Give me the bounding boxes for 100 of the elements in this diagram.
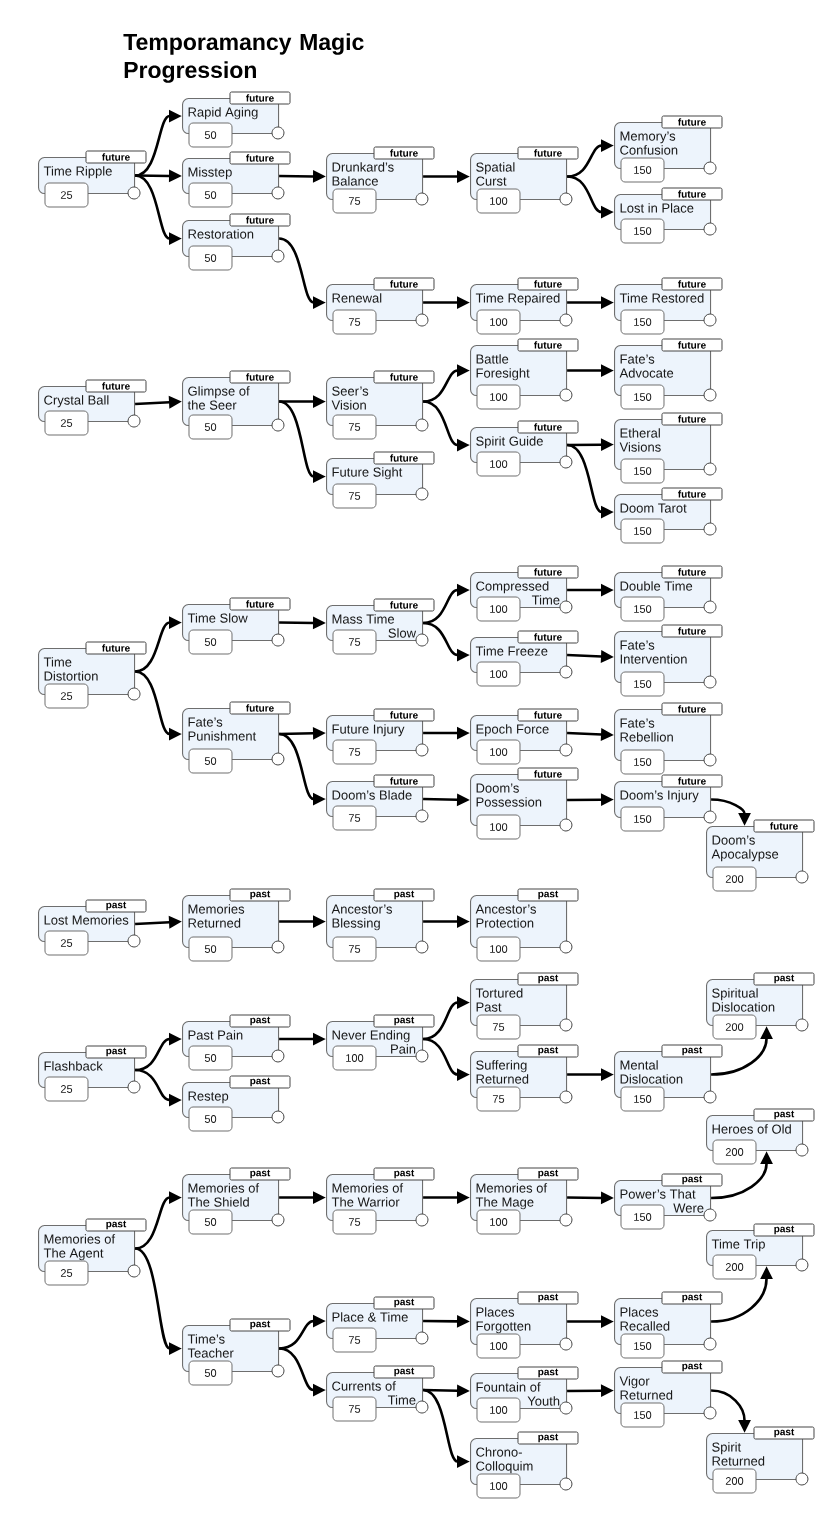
tag-label: future (517, 277, 579, 291)
cost-box: 75 (332, 188, 377, 214)
cost-box: 150 (620, 309, 665, 335)
tag-label: past (517, 972, 579, 986)
cost-box: 150 (620, 806, 665, 832)
tag-label: past (85, 899, 147, 913)
tag-label: future (661, 277, 723, 291)
tag-label: past (373, 1365, 435, 1379)
cost-box: 100 (476, 1397, 521, 1423)
tag-label: future (517, 420, 579, 434)
tag-label: future (661, 565, 723, 579)
cost-box: 100 (476, 1333, 521, 1359)
cost-box: 50 (188, 936, 233, 962)
tag-label: future (373, 370, 435, 384)
cost-box: 75 (332, 309, 377, 335)
tag-label: future (661, 774, 723, 788)
cost-box: 150 (620, 671, 665, 697)
cost-box: 100 (476, 384, 521, 410)
tag-label: past (373, 1014, 435, 1028)
tag-label: future (517, 630, 579, 644)
cost-box: 100 (476, 1473, 521, 1499)
cost-box: 200 (712, 1139, 757, 1165)
tag-label: past (753, 972, 815, 986)
heading: Temporamancy Magic Progression (123, 33, 364, 83)
tag-label: future (661, 412, 723, 426)
cost-box: 150 (620, 518, 665, 544)
cost-box: 75 (332, 483, 377, 509)
tag-label: future (661, 624, 723, 638)
tag-label: future (373, 451, 435, 465)
cost-box: 150 (620, 749, 665, 775)
cost-box: 50 (188, 245, 233, 271)
tag-label: past (753, 1426, 815, 1440)
tag-label: future (229, 91, 291, 105)
tag-label: past (229, 1075, 291, 1089)
tag-label: past (661, 1360, 723, 1374)
tag-label: past (373, 1296, 435, 1310)
cost-box: 50 (188, 629, 233, 655)
tag-label: past (517, 1167, 579, 1181)
tag-label: future (85, 641, 147, 655)
tag-label: past (373, 888, 435, 902)
tag-label: past (229, 1167, 291, 1181)
tag-label: future (85, 379, 147, 393)
tag-label: past (517, 1366, 579, 1380)
tag-label: past (517, 1431, 579, 1445)
cost-box: 150 (620, 458, 665, 484)
cost-box: 150 (620, 1204, 665, 1230)
cost-box: 75 (332, 1396, 377, 1422)
cost-box: 100 (476, 309, 521, 335)
tag-label: past (85, 1218, 147, 1232)
tag-label: past (753, 1108, 815, 1122)
tag-label: future (517, 708, 579, 722)
tag-label: past (661, 1044, 723, 1058)
tag-label: future (229, 701, 291, 715)
cost-box: 100 (332, 1045, 377, 1071)
tag-label: future (517, 146, 579, 160)
cost-box: 75 (332, 936, 377, 962)
cost-box: 100 (476, 1209, 521, 1235)
tag-label: past (753, 1223, 815, 1237)
cost-box: 50 (188, 182, 233, 208)
cost-box: 75 (332, 414, 377, 440)
tag-label: future (661, 487, 723, 501)
cost-box: 100 (476, 739, 521, 765)
cost-box: 25 (44, 182, 89, 208)
cost-box: 75 (332, 1327, 377, 1353)
tag-label: future (373, 598, 435, 612)
tag-label: past (373, 1167, 435, 1181)
tag-label: past (517, 1291, 579, 1305)
cost-box: 200 (712, 866, 757, 892)
cost-box: 100 (476, 451, 521, 477)
cost-box: 100 (476, 936, 521, 962)
cost-box: 75 (332, 1209, 377, 1235)
tag-label: future (661, 338, 723, 352)
cost-box: 75 (332, 629, 377, 655)
tag-label: future (517, 565, 579, 579)
cost-box: 50 (188, 122, 233, 148)
cost-box: 50 (188, 1106, 233, 1132)
tag-label: future (229, 370, 291, 384)
cost-box: 150 (620, 157, 665, 183)
cost-box: 50 (188, 1045, 233, 1071)
tag-label: future (517, 338, 579, 352)
tag-label: past (229, 888, 291, 902)
tag-label: future (517, 767, 579, 781)
tag-label: past (229, 1318, 291, 1332)
cost-box: 150 (620, 1333, 665, 1359)
cost-box: 75 (476, 1086, 521, 1112)
cost-box: 200 (712, 1014, 757, 1040)
cost-box: 200 (712, 1254, 757, 1280)
tag-label: future (661, 115, 723, 129)
cost-box: 200 (712, 1468, 757, 1494)
tag-label: future (373, 277, 435, 291)
cost-box: 100 (476, 188, 521, 214)
cost-box: 50 (188, 748, 233, 774)
cost-box: 150 (620, 596, 665, 622)
tag-label: future (373, 708, 435, 722)
cost-box: 75 (476, 1014, 521, 1040)
cost-box: 75 (332, 739, 377, 765)
cost-box: 25 (44, 1076, 89, 1102)
tag-label: future (229, 213, 291, 227)
cost-box: 25 (44, 683, 89, 709)
cost-box: 50 (188, 1360, 233, 1386)
